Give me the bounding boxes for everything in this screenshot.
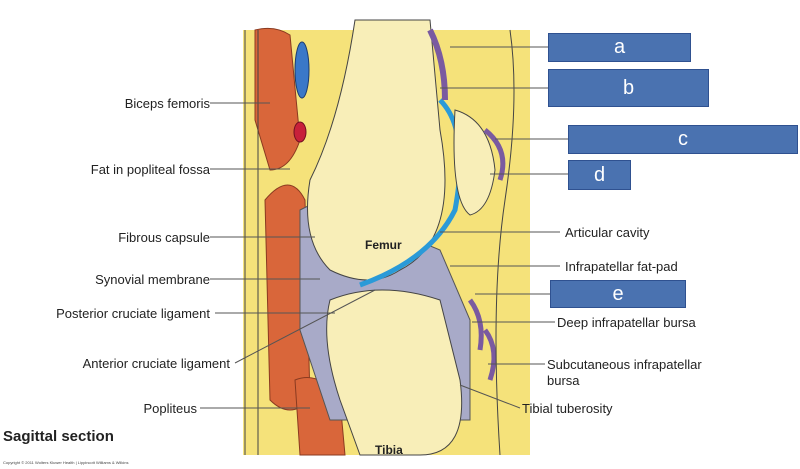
answer-box-d: d (568, 160, 631, 190)
answer-box-c: c (568, 125, 798, 154)
prepatellar-bursa (483, 128, 506, 181)
suprapatellar-bursa (427, 28, 448, 101)
copyright-notice: Copyright © 2011 Wolters Kluwer Health |… (3, 460, 129, 465)
label-biceps-femoris: Biceps femoris (124, 96, 210, 111)
tibia-label: Tibia (375, 443, 403, 457)
vessel-vein (294, 41, 310, 99)
label-popliteus: Popliteus (143, 401, 197, 416)
label-infrapatellar-fat-pad: Infrapatellar fat-pad (565, 259, 678, 274)
label-tibial-tuberosity: Tibial tuberosity (522, 401, 613, 416)
label-articular-cavity: Articular cavity (565, 225, 650, 240)
answer-box-a: a (548, 33, 691, 62)
label-fibrous-capsule: Fibrous capsule (118, 230, 210, 245)
femur-label: Femur (365, 238, 402, 252)
subcutaneous-bursa-shape (482, 328, 497, 381)
answer-box-e: e (550, 280, 686, 308)
tibia-bone (326, 289, 463, 456)
label-fat-popliteal: Fat in popliteal fossa (90, 162, 210, 177)
patella (453, 109, 496, 216)
vessel-artery (293, 121, 307, 143)
label-anterior-cruciate: Anterior cruciate ligament (82, 356, 230, 371)
label-subcutaneous-bursa-2: bursa (547, 373, 580, 388)
skin-posterior (244, 30, 259, 455)
figure-title: Sagittal section (3, 428, 114, 445)
leader-lines (200, 46, 568, 409)
skin-anterior (495, 29, 515, 456)
label-deep-infrapatellar-bursa: Deep infrapatellar bursa (557, 315, 696, 330)
label-subcutaneous-bursa: Subcutaneous infrapatellar (547, 357, 702, 372)
answer-box-b: b (548, 69, 709, 107)
femur-bone (307, 19, 446, 281)
label-posterior-cruciate: Posterior cruciate ligament (56, 306, 210, 321)
label-synovial-membrane: Synovial membrane (95, 272, 210, 287)
